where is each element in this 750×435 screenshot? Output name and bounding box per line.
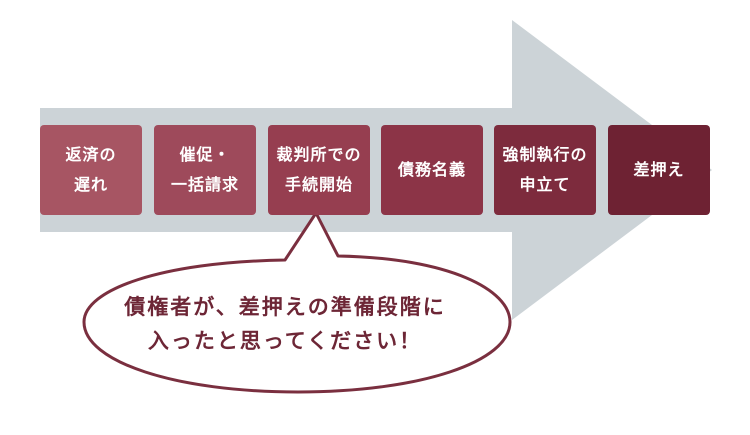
step-label: 裁判所での 手続開始 <box>276 145 362 194</box>
step-title-of-debt: 債務名義 <box>381 125 483 215</box>
arrow-shape <box>40 20 712 320</box>
step-label: 差押え <box>633 160 685 179</box>
step-court-proceedings: 裁判所での 手続開始 <box>268 125 370 215</box>
step-label: 催促・ 一括請求 <box>170 145 239 194</box>
step-repayment-delay: 返済の 遅れ <box>40 125 142 215</box>
step-enforcement-petition: 強制執行の 申立て <box>494 125 596 215</box>
step-label: 返済の 遅れ <box>65 145 117 194</box>
step-seizure: 差押え <box>608 125 710 215</box>
step-label: 債務名義 <box>397 160 466 179</box>
callout-text: 債権者が、差押えの準備段階に 入ったと思ってください！ <box>124 295 446 353</box>
process-steps: 返済の 遅れ 催促・ 一括請求 裁判所での 手続開始 債務名義 強制執行の 申立… <box>40 125 710 215</box>
callout-bubble <box>82 211 512 394</box>
step-demand-lump-sum: 催促・ 一括請求 <box>154 125 256 215</box>
step-label: 強制執行の 申立て <box>502 145 588 194</box>
